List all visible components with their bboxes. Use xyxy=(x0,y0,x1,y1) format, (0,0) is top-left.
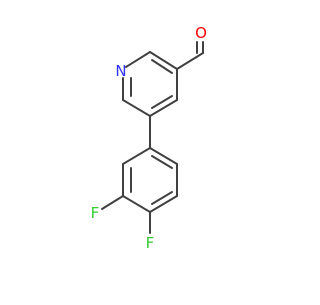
bond-c6p-c1p-inner xyxy=(151,155,173,169)
bond-c4-c5 xyxy=(149,99,178,117)
bond-c4p-c5p-inner xyxy=(151,191,173,205)
bond-c3p-f xyxy=(101,195,124,210)
bond-c6p-c1p xyxy=(149,147,178,165)
bond-n-c2 xyxy=(125,51,151,68)
bond-c4p-c5p xyxy=(149,195,178,213)
oxygen-atom-label: O xyxy=(195,24,207,42)
bond-c2-c3 xyxy=(149,51,178,70)
bond-c4-c5-inner xyxy=(151,95,173,109)
bond-c3-cho xyxy=(176,52,204,70)
bond-c5-c6 xyxy=(122,99,151,117)
molecule-structure: N O F F xyxy=(91,24,207,252)
bond-c3p-c4p xyxy=(122,195,151,213)
phenyl-ring xyxy=(122,147,178,213)
nitrogen-atom-label: N xyxy=(115,62,126,80)
pyridine-ring xyxy=(122,51,178,117)
bond-c1p-c2p xyxy=(122,147,151,165)
fluorine-para-atom-label: F xyxy=(146,234,155,252)
aldehyde-group xyxy=(176,41,204,70)
fluorine-bonds xyxy=(101,195,151,234)
molecule-canvas: N O F F xyxy=(91,24,207,252)
bond-c2-c3-inner xyxy=(151,59,173,74)
fluorine-meta-atom-label: F xyxy=(91,204,100,222)
